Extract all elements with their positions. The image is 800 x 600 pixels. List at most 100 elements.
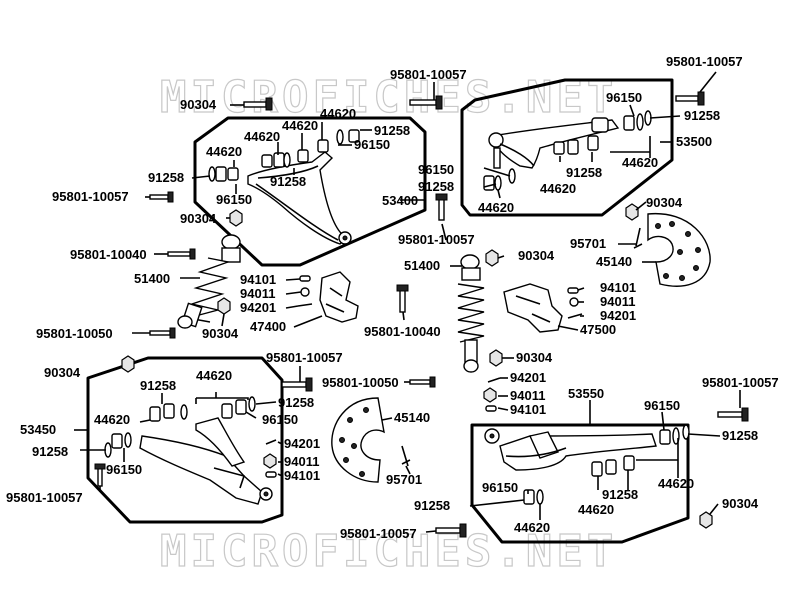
part-label: 95801-10057 <box>266 350 343 365</box>
brake-disc-right <box>647 213 711 287</box>
watermark-bottom: MICROFICHES.NET <box>160 526 617 577</box>
part-label: 96150 <box>262 412 298 427</box>
part-label: 51400 <box>404 258 440 273</box>
nut-lower-right <box>699 511 713 529</box>
part-label: 95801-10057 <box>666 54 743 69</box>
part-label: 96150 <box>216 192 252 207</box>
part-label: 95701 <box>386 472 422 487</box>
bushing-set-upper-left <box>208 129 360 182</box>
bolt-upper-right-top <box>675 91 705 106</box>
part-label: 91258 <box>270 174 306 189</box>
bolt-shock-left-top <box>167 248 196 260</box>
part-label: 94011 <box>240 286 275 301</box>
part-label: 90304 <box>44 365 81 380</box>
part-label: 94011 <box>284 454 319 469</box>
part-label: 44620 <box>94 412 130 427</box>
part-label: 91258 <box>566 165 602 180</box>
hardware-center-stack <box>483 377 501 412</box>
part-label: 44620 <box>320 106 356 121</box>
part-label: 90304 <box>180 211 217 226</box>
part-label: 95801-10057 <box>398 232 475 247</box>
brake-disc-left <box>331 397 385 483</box>
nut-upper-left <box>229 209 243 227</box>
lower-a-arm-left <box>139 417 273 505</box>
part-label: 91258 <box>32 444 68 459</box>
part-label: 90304 <box>646 195 683 210</box>
part-label: 91258 <box>374 123 410 138</box>
part-label: 44620 <box>196 368 232 383</box>
watermark-top: MICROFICHES.NET <box>160 72 617 123</box>
part-label: 95801-10057 <box>52 189 129 204</box>
part-label: 45140 <box>394 410 430 425</box>
brake-bolt-right <box>633 227 643 249</box>
part-label: 44620 <box>206 144 242 159</box>
part-label: 44620 <box>282 118 318 133</box>
shock-absorber-center <box>457 254 485 373</box>
part-label: 94101 <box>284 468 320 483</box>
part-label: 95801-10057 <box>6 490 83 505</box>
hardware-lower-left-stack <box>263 439 277 478</box>
brake-bolt-left <box>401 445 411 467</box>
part-label: 95801-10057 <box>340 526 417 541</box>
part-label: 96150 <box>418 162 454 177</box>
part-label: 91258 <box>418 179 454 194</box>
bolt-lower-right-bottom <box>435 523 467 538</box>
part-label: 90304 <box>202 326 239 341</box>
part-label: 95701 <box>570 236 606 251</box>
bolt-shock-left-bottom <box>149 327 176 339</box>
part-label: 90304 <box>722 496 759 511</box>
upper-a-arm-left <box>247 151 352 245</box>
part-label: 94101 <box>600 280 636 295</box>
part-label: 94201 <box>240 300 276 315</box>
group-outline-upper-left-arm <box>193 116 427 267</box>
part-label: 95801-10057 <box>390 67 467 82</box>
part-label: 96150 <box>482 480 518 495</box>
part-label: 91258 <box>414 498 450 513</box>
lower-a-arm-right <box>484 428 657 471</box>
bolt-shock-center <box>396 284 409 313</box>
part-label: 91258 <box>140 378 176 393</box>
part-label: 91258 <box>602 487 638 502</box>
nut-shock-center-bottom <box>489 349 503 367</box>
part-label: 53550 <box>568 386 604 401</box>
part-label: 44620 <box>478 200 514 215</box>
steering-knuckle-left <box>297 271 359 323</box>
part-label: 51400 <box>134 271 170 286</box>
part-label: 90304 <box>180 97 217 112</box>
bolt-lower-left-long <box>281 377 313 392</box>
nut-upper-right <box>625 203 639 221</box>
bolt-upper-left-2 <box>149 191 174 203</box>
part-label: 91258 <box>278 395 314 410</box>
part-label: 44620 <box>622 155 658 170</box>
group-outline-upper-right-arm <box>460 78 674 217</box>
part-label: 94101 <box>240 272 276 287</box>
part-number-labels: 95801-10057 90304 44620 44620 91258 4462… <box>6 54 779 541</box>
part-label: 53450 <box>20 422 56 437</box>
part-label: 90304 <box>518 248 555 263</box>
bolt-lower-left <box>94 463 106 487</box>
part-label: 91258 <box>684 108 720 123</box>
part-label: 94101 <box>510 402 546 417</box>
part-label: 94201 <box>510 370 546 385</box>
part-label: 47500 <box>580 322 616 337</box>
part-label: 47400 <box>250 319 286 334</box>
nut-shock-left <box>217 297 231 315</box>
part-label: 95801-10050 <box>322 375 399 390</box>
part-label: 95801-10057 <box>702 375 779 390</box>
part-label: 94201 <box>284 436 320 451</box>
part-label: 95801-10050 <box>36 326 113 341</box>
bolt-upper-top <box>409 95 443 110</box>
bushing-set-upper-right <box>483 110 652 191</box>
part-label: 96150 <box>354 137 390 152</box>
bolt-shock-center-bottom <box>409 376 436 388</box>
nut-shock-center-top <box>485 249 499 267</box>
part-label: 96150 <box>606 90 642 105</box>
part-label: 44620 <box>244 129 280 144</box>
part-label: 45140 <box>596 254 632 269</box>
leader-lines <box>74 71 741 533</box>
bolt-lower-right-top <box>717 407 749 422</box>
part-label: 44620 <box>540 181 576 196</box>
part-label: 44620 <box>578 502 614 517</box>
